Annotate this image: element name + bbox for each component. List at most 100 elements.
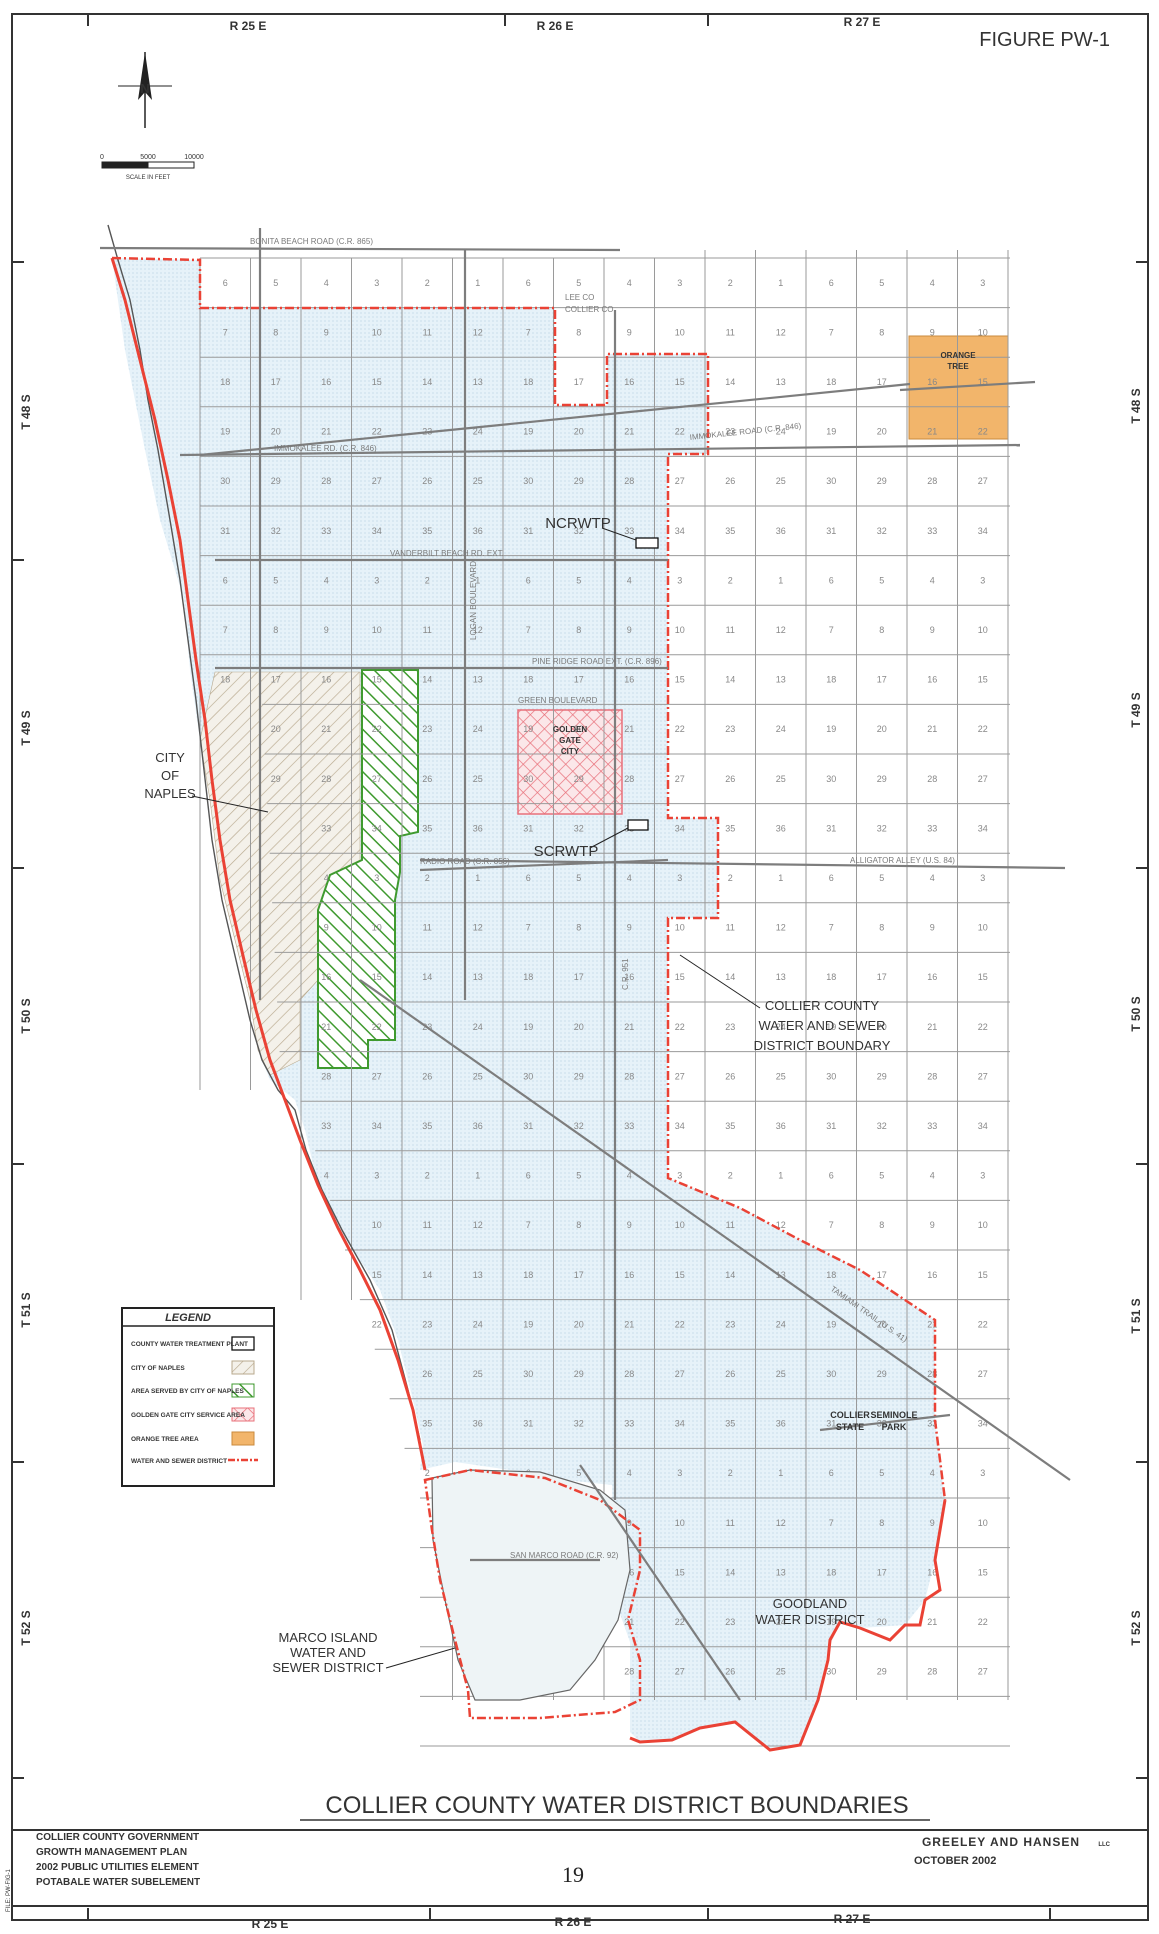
section-number: 25 xyxy=(776,476,786,486)
legend-label-golden-gate: GOLDEN GATE CITY SERVICE AREA xyxy=(131,1412,245,1419)
section-number: 7 xyxy=(223,625,228,635)
label-collier-seminole-3: STATE xyxy=(836,1422,864,1432)
section-number: 25 xyxy=(776,1071,786,1081)
firm-date: OCTOBER 2002 xyxy=(914,1855,996,1867)
section-number: 36 xyxy=(473,1419,483,1429)
section-number: 5 xyxy=(879,575,884,585)
section-number: 9 xyxy=(627,1220,632,1230)
section-number: 18 xyxy=(523,972,533,982)
section-number: 5 xyxy=(879,1171,884,1181)
section-number: 19 xyxy=(523,1022,533,1032)
section-number: 25 xyxy=(776,774,786,784)
section-number: 28 xyxy=(624,1071,634,1081)
section-number: 9 xyxy=(930,1518,935,1528)
section-number: 18 xyxy=(220,675,230,685)
label-collier-seminole-2: SEMINOLE xyxy=(870,1410,917,1420)
section-number: 3 xyxy=(374,575,379,585)
label-city-of-naples-2: OF xyxy=(161,768,179,783)
footer-line-2: GROWTH MANAGEMENT PLAN xyxy=(36,1847,187,1858)
scrwtp-plant-symbol xyxy=(627,819,649,831)
section-number: 25 xyxy=(473,774,483,784)
section-number: 28 xyxy=(927,1071,937,1081)
section-number: 12 xyxy=(473,625,483,635)
section-number: 1 xyxy=(778,278,783,288)
section-number: 35 xyxy=(725,1419,735,1429)
section-number: 8 xyxy=(879,923,884,933)
section-grid xyxy=(199,250,1010,1747)
section-number: 8 xyxy=(879,327,884,337)
label-golden-gate-3: CITY xyxy=(561,747,580,756)
section-number: 12 xyxy=(776,923,786,933)
section-number: 33 xyxy=(321,1121,331,1131)
section-number: 19 xyxy=(523,724,533,734)
section-number: 11 xyxy=(726,1220,735,1230)
section-number: 29 xyxy=(877,1071,887,1081)
section-number: 1 xyxy=(778,1468,783,1478)
section-number: 21 xyxy=(624,427,634,437)
district-boundary-south xyxy=(629,1499,947,1752)
section-number: 31 xyxy=(220,526,230,536)
section-number: 29 xyxy=(271,476,281,486)
section-number: 19 xyxy=(826,1319,836,1329)
section-number: 34 xyxy=(372,526,382,536)
section-number: 30 xyxy=(523,476,533,486)
section-number: 16 xyxy=(321,972,331,982)
section-number: 16 xyxy=(927,675,937,685)
section-number: 12 xyxy=(473,923,483,933)
firm-suffix: LLC xyxy=(1098,1842,1110,1848)
section-number: 9 xyxy=(324,327,329,337)
section-number: 22 xyxy=(978,1319,988,1329)
section-number: 17 xyxy=(574,377,584,387)
section-number: 2 xyxy=(728,873,733,883)
section-number: 32 xyxy=(271,526,281,536)
section-number: 34 xyxy=(675,1419,685,1429)
section-number: 10 xyxy=(675,923,685,933)
leader-lines xyxy=(191,527,761,1669)
section-number: 26 xyxy=(725,774,735,784)
section-number: 12 xyxy=(776,1518,786,1528)
section-number: 18 xyxy=(523,675,533,685)
section-number: 28 xyxy=(321,1071,331,1081)
section-number: 18 xyxy=(523,377,533,387)
section-number: 1 xyxy=(778,873,783,883)
township-left-51s: T 51 S xyxy=(19,1292,33,1327)
section-number: 4 xyxy=(930,278,935,288)
firm-name: GREELEY AND HANSEN xyxy=(922,1835,1080,1849)
section-number: 9 xyxy=(930,923,935,933)
section-number: 2 xyxy=(728,1468,733,1478)
section-number: 28 xyxy=(321,476,331,486)
section-number: 24 xyxy=(776,1617,786,1627)
section-number: 10 xyxy=(978,1220,988,1230)
section-number: 22 xyxy=(978,427,988,437)
section-number: 28 xyxy=(927,774,937,784)
section-number: 22 xyxy=(978,1022,988,1032)
section-number: 31 xyxy=(826,526,836,536)
township-right-50s: T 50 S xyxy=(1129,996,1143,1031)
section-number: 19 xyxy=(826,724,836,734)
section-number: 6 xyxy=(526,575,531,585)
north-arrow-icon xyxy=(118,52,172,128)
section-number: 19 xyxy=(826,1617,836,1627)
label-marco-island-3: SEWER DISTRICT xyxy=(272,1660,383,1675)
section-number: 23 xyxy=(725,427,735,437)
section-number: 23 xyxy=(725,724,735,734)
section-number: 12 xyxy=(776,1220,786,1230)
section-number: 7 xyxy=(829,923,834,933)
label-goodland-2: WATER DISTRICT xyxy=(755,1612,864,1627)
section-number: 7 xyxy=(223,327,228,337)
section-number: 8 xyxy=(273,625,278,635)
tamiami-trail-east xyxy=(819,1413,951,1432)
section-number: 26 xyxy=(422,1071,432,1081)
section-number: 3 xyxy=(677,873,682,883)
section-number: 1 xyxy=(475,278,480,288)
section-number: 11 xyxy=(423,327,432,337)
section-number: 35 xyxy=(725,1121,735,1131)
section-number: 19 xyxy=(220,427,230,437)
road-label-pine-ridge: PINE RIDGE ROAD EXT. (C.R. 896) xyxy=(532,657,662,666)
section-number: 13 xyxy=(776,377,786,387)
section-number: 4 xyxy=(627,278,632,288)
section-number: 23 xyxy=(725,1617,735,1627)
section-number: 20 xyxy=(877,427,887,437)
section-number: 21 xyxy=(927,724,937,734)
section-number: 33 xyxy=(624,1121,634,1131)
